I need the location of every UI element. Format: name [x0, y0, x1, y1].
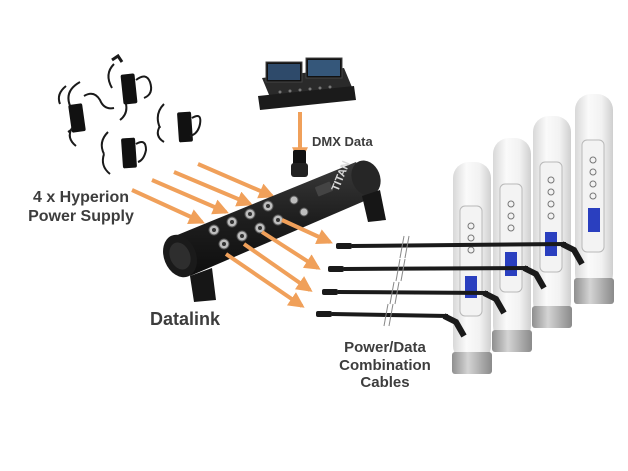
power-arrows: [131, 162, 275, 224]
output-arrow-4: [224, 252, 305, 308]
cable-2: [328, 258, 547, 290]
cable-group: [316, 235, 585, 338]
output-arrows: [224, 218, 333, 308]
power-arrow-2: [151, 178, 229, 215]
datalink-device: [163, 160, 386, 302]
power-supply-4: [100, 131, 148, 175]
cable-3: [322, 281, 507, 315]
output-arrow-2: [260, 230, 321, 270]
power-supply-3: [156, 103, 202, 143]
power-supply-1: [57, 81, 115, 147]
cable-1: [336, 235, 585, 266]
tube-light-4: [574, 94, 614, 304]
dmx-console: [258, 57, 356, 110]
power-supply-label: 4 x Hyperion Power Supply: [28, 189, 134, 225]
power-arrow-4: [197, 162, 275, 199]
power-supply-group: [57, 53, 202, 175]
cables-label: Power/Data Combination Cables: [339, 339, 431, 392]
dmx-connector: [291, 150, 308, 177]
cable-4: [316, 303, 467, 338]
power-supply-2: [107, 53, 153, 121]
output-arrow-3: [242, 242, 313, 292]
tube-light-3: [532, 116, 572, 328]
tube-light-1: [452, 162, 492, 374]
datalink-label: Datalink: [149, 309, 221, 329]
power-arrow-1: [131, 188, 205, 224]
power-arrow-3: [173, 170, 253, 207]
output-arrow-1: [281, 218, 333, 244]
tube-light-2: [492, 138, 532, 352]
dmx-data-label: DMX Data: [312, 134, 373, 149]
